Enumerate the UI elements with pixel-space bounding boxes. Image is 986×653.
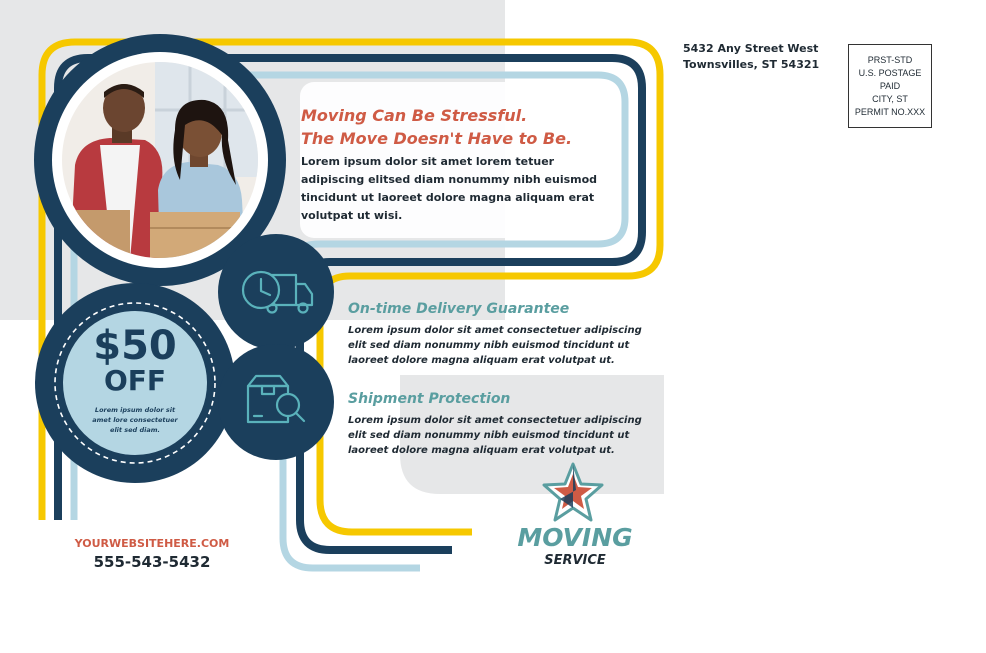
star-logo-icon [542, 462, 604, 522]
headline: Moving Can Be Stressful. The Move Doesn'… [301, 104, 631, 150]
headline-line-2: The Move Doesn't Have to Be. [301, 129, 573, 148]
protection-icon-circle [218, 344, 334, 460]
address-line-2: Townsvilles, ST 54321 [683, 58, 820, 71]
address-line-1: 5432 Any Street West [683, 42, 819, 55]
postage-line: U.S. POSTAGE [858, 68, 922, 78]
yellow-frame-line [38, 38, 664, 536]
photo-dashed-ring [56, 56, 264, 264]
postage-line: PERMIT NO.XXX [854, 107, 926, 117]
brand-name: MOVING [517, 523, 633, 552]
offer-dashed-ring [54, 302, 216, 464]
feature-title-protection: Shipment Protection [348, 391, 511, 407]
postage-line: CITY, ST [872, 94, 908, 104]
box-magnifier-icon [246, 374, 306, 424]
navy-frame-line [54, 54, 646, 554]
feature-body-delivery: Lorem ipsum dolor sit amet consectetuer … [348, 325, 642, 366]
phone-number: 555-543-5432 [93, 553, 211, 571]
offer-word: OFF [103, 364, 167, 397]
headline-panel [300, 82, 618, 238]
offer-amount: $50 [93, 323, 177, 369]
offer-note: Lorem ipsum dolor sit amet lore consecte… [92, 406, 178, 434]
intro-text: Lorem ipsum dolor sit amet lorem tetuer … [301, 155, 598, 222]
website-link[interactable]: YOURWEBSITEHERE.COM [74, 537, 230, 550]
postage-indicia: PRST-STD U.S. POSTAGE PAID CITY, ST PERM… [848, 44, 932, 128]
mailing-address: 5432 Any Street West Townsvilles, ST 543… [683, 41, 819, 73]
feature-body-protection: Lorem ipsum dolor sit amet consectetuer … [348, 415, 642, 456]
brand-tagline: SERVICE [544, 553, 606, 568]
headline-line-1: Moving Can Be Stressful. [301, 106, 528, 125]
offer-badge-inner [63, 311, 207, 455]
postage-line: PAID [879, 81, 901, 91]
delivery-truck-clock-icon [241, 270, 314, 314]
postage-line: PRST-STD [867, 55, 913, 65]
lower-gray-panel [400, 375, 664, 494]
feature-title-delivery: On-time Delivery Guarantee [348, 301, 570, 317]
